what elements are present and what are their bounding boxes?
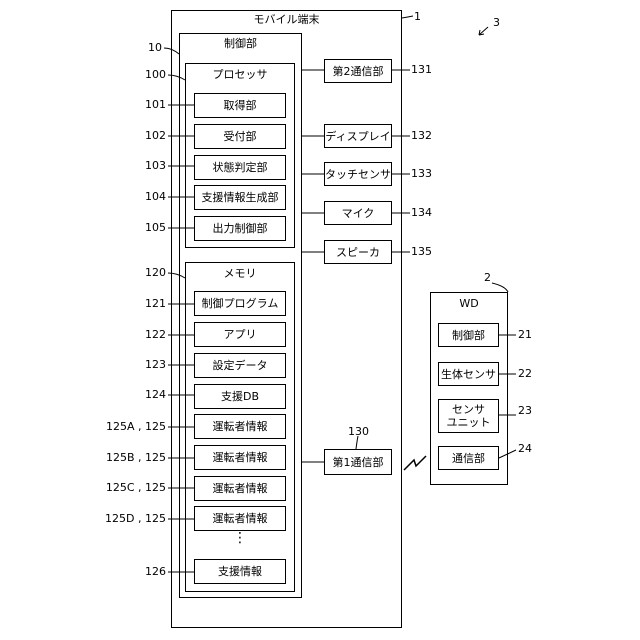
ref-133: 133 [411, 168, 432, 180]
ref-104: 104 [120, 191, 166, 203]
ref-132: 132 [411, 130, 432, 142]
leader-24 [499, 450, 516, 458]
ref-130: 130 [348, 426, 369, 438]
ref-10: 10 [120, 42, 162, 54]
ref-24: 24 [518, 443, 532, 455]
wireless-link-symbol [404, 456, 426, 470]
ref-21: 21 [518, 329, 532, 341]
ref-101: 101 [120, 99, 166, 111]
leader-2 [492, 283, 508, 292]
ref-23: 23 [518, 405, 532, 417]
ref-126: 126 [120, 566, 166, 578]
ref-1: 1 [414, 11, 421, 23]
ref-125b: 125B , 125 [96, 452, 166, 464]
leader-1 [402, 16, 413, 18]
ref-135: 135 [411, 246, 432, 258]
ref-124: 124 [120, 389, 166, 401]
ref-125a: 125A , 125 [96, 421, 166, 433]
ref-123: 123 [120, 359, 166, 371]
ref-2: 2 [484, 272, 491, 284]
ref-125c: 125C , 125 [96, 482, 166, 494]
ref-121: 121 [120, 298, 166, 310]
ref-102: 102 [120, 130, 166, 142]
ref-122: 122 [120, 329, 166, 341]
leader-100 [168, 75, 185, 80]
ref-125d: 125D , 125 [96, 513, 166, 525]
ref-120: 120 [120, 267, 166, 279]
ref-134: 134 [411, 207, 432, 219]
ref-105: 105 [120, 222, 166, 234]
ref-22: 22 [518, 368, 532, 380]
leader-120 [168, 273, 185, 278]
ref-3: 3 [493, 17, 500, 29]
leader-10 [164, 48, 179, 54]
ref-131: 131 [411, 64, 432, 76]
ref-100: 100 [120, 69, 166, 81]
ref-103: 103 [120, 160, 166, 172]
